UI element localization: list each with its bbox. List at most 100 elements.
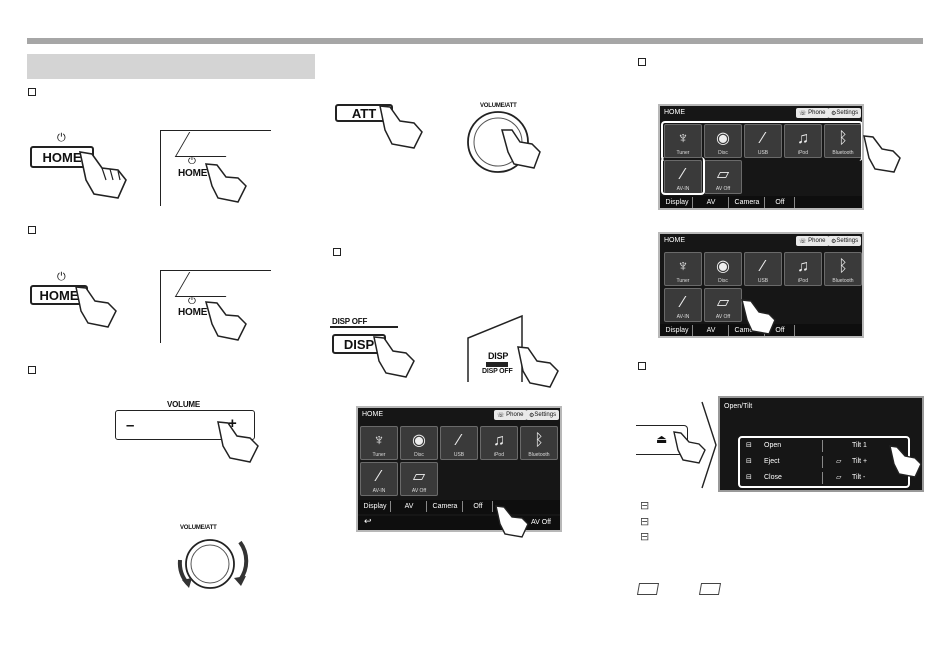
settings-button[interactable]: ⚙Settings [828, 108, 862, 118]
tab-av[interactable]: AV [392, 501, 427, 512]
antenna-icon: ♆ [677, 130, 689, 147]
tile-disc[interactable]: ◉ Disc [704, 124, 742, 158]
tile-disc[interactable]: ◉Disc [400, 426, 438, 460]
tilt-1-button[interactable]: Tilt 1 [852, 442, 867, 449]
device-panel [160, 130, 271, 206]
open-icon: ⊟ [746, 442, 752, 449]
power-icon: ⏻ [188, 156, 196, 167]
home-screen: HOME ☏ Phone ⚙Settings ♆Tuner ◉Disc ⁄USB… [658, 232, 864, 338]
tab-display[interactable]: Display [662, 197, 693, 208]
open-tilt-row: ⊟ Eject ▱ Tilt + [742, 456, 906, 470]
tilt-minus-button[interactable]: Tilt - [852, 474, 866, 481]
tile-label: Disc [718, 150, 728, 156]
tile-usb[interactable]: ⁄USB [440, 426, 478, 460]
music-icon: ♫ [797, 258, 809, 275]
volume-plus-button[interactable]: + [228, 415, 237, 432]
tab-av[interactable]: AV [694, 197, 729, 208]
phone-button[interactable]: ☏ Phone [796, 236, 829, 246]
home-screen: HOME ☏ Phone ⚙Settings ♆Tuner ◉ Disc ⁄USB… [658, 104, 864, 210]
tile-disc[interactable]: ◉Disc [704, 252, 742, 286]
av-off-icon: ▱ [716, 166, 730, 183]
usb-icon: ⁄ [761, 130, 765, 147]
phone-button[interactable]: ☏ Phone [796, 108, 829, 118]
tile-av-off[interactable]: ▱AV Off [400, 462, 438, 496]
eject-icon: ⏏ [656, 432, 668, 446]
tab-off[interactable]: Off [766, 197, 795, 208]
finger-press-icon [673, 431, 706, 464]
tile-ipod[interactable]: ♫iPod [784, 252, 822, 286]
tile-ipod[interactable]: ♫iPod [480, 426, 518, 460]
tab-av[interactable]: AV [694, 325, 729, 336]
tab-camera[interactable]: Camera [730, 197, 765, 208]
tile-av-off[interactable]: ▱ AV Off [704, 160, 742, 194]
finger-press-icon [495, 505, 529, 538]
tile-label: AV Off [715, 186, 731, 192]
checkbox-bullet [638, 58, 646, 66]
tilt-icon: ▱ [836, 474, 842, 481]
tile-tuner[interactable]: ♆Tuner [664, 124, 702, 158]
settings-button[interactable]: ⚙Settings [828, 236, 862, 246]
open-tilt-row: ⊟ Close ▱ Tilt - [742, 472, 906, 486]
screen-title: HOME [664, 109, 685, 116]
tile-tuner[interactable]: ♆Tuner [664, 252, 702, 286]
tile-ipod[interactable]: ♫iPod [784, 124, 822, 158]
tile-av-in[interactable]: ⁄AV-IN [664, 288, 702, 322]
phone-label: Phone [808, 110, 826, 116]
finger-press-icon [204, 301, 247, 341]
finger-press-icon [204, 163, 247, 203]
tab-camera[interactable]: Camera [428, 501, 463, 512]
phone-button[interactable]: ☏ Phone [494, 410, 527, 420]
tile-av-off[interactable]: ▱AV Off [704, 288, 742, 322]
tab-off[interactable]: Off [766, 325, 795, 336]
disc-icon: ◉ [716, 258, 730, 275]
tile-tuner[interactable]: ♆Tuner [360, 426, 398, 460]
divider [822, 440, 823, 452]
tile-usb[interactable]: ⁄USB [744, 252, 782, 286]
tile-av-in[interactable]: ⁄AV-IN [664, 160, 702, 194]
checkbox-bullet [28, 88, 36, 96]
back-icon[interactable]: ↩ [364, 516, 372, 526]
screen-tab-bar: Display AV Camera Off [660, 196, 862, 208]
finger-press-icon [78, 151, 127, 199]
screen-header: HOME ☏ Phone ⚙Settings [358, 408, 560, 422]
settings-button[interactable]: ⚙Settings [526, 410, 560, 420]
tile-usb[interactable]: ⁄USB [744, 124, 782, 158]
tile-label: Tuner [676, 278, 690, 284]
checkbox-bullet [333, 248, 341, 256]
tile-label: Disc [414, 452, 424, 458]
checkbox-bullet [28, 366, 36, 374]
tile-label: AV-IN [372, 488, 386, 494]
knob-caption: VOLUME/ATT [180, 525, 217, 531]
tab-off[interactable]: Off [464, 501, 493, 512]
att-button[interactable]: ATT [335, 104, 393, 122]
home-button[interactable]: HOME [30, 285, 88, 305]
eject-option-button[interactable]: Eject [764, 458, 780, 465]
bluetooth-icon: ᛒ [838, 130, 848, 147]
tab-display[interactable]: Display [662, 325, 693, 336]
volume-control[interactable]: – + [115, 410, 255, 440]
att-button-label: ATT [351, 105, 377, 121]
close-button[interactable]: Close [764, 474, 782, 481]
open-tilt-row: ⊟ Open Tilt 1 [742, 440, 906, 454]
disp-button[interactable]: DISP [332, 334, 386, 354]
panel-home-label: HOME [178, 168, 208, 179]
tab-display[interactable]: Display [360, 501, 391, 512]
power-icon: ⏻ [57, 132, 66, 144]
top-rule [27, 38, 923, 44]
volume-knob[interactable] [158, 530, 258, 590]
checkbox-bullet [638, 362, 646, 370]
open-button[interactable]: Open [764, 442, 782, 449]
tile-av-in[interactable]: ⁄AV-IN [360, 462, 398, 496]
av-off-button[interactable]: AV Off [531, 519, 551, 526]
volume-knob[interactable] [462, 108, 542, 178]
disc-icon: ◉ [716, 130, 730, 147]
tile-label: AV-IN [676, 314, 690, 320]
screen-header: HOME ☏ Phone ⚙Settings [660, 106, 862, 120]
tile-label: Bluetooth [528, 452, 550, 458]
volume-minus-button[interactable]: – [126, 417, 135, 434]
panel-home-label: HOME [178, 307, 208, 318]
tilt-plus-button[interactable]: Tilt + [852, 458, 868, 465]
